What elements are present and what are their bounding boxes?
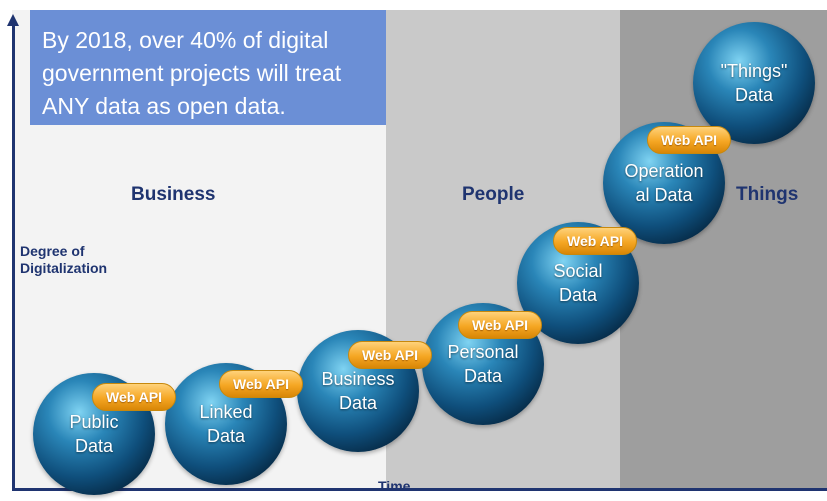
node-label: Public Data bbox=[69, 412, 119, 456]
section-label-things: Things bbox=[736, 184, 799, 205]
web-api-connector-4: Web API bbox=[458, 311, 542, 339]
callout-box: By 2018, over 40% of digital government … bbox=[30, 10, 386, 125]
node-label: "Things" Data bbox=[720, 61, 788, 105]
web-api-connector-3: Web API bbox=[348, 341, 432, 369]
section-label-business: Business bbox=[131, 184, 216, 205]
node-label: Social Data bbox=[553, 261, 603, 305]
section-label-people: People bbox=[462, 184, 525, 205]
y-axis-label: Degree of Digitalization bbox=[20, 243, 108, 276]
y-axis bbox=[12, 24, 15, 490]
y-axis-arrow-icon bbox=[7, 14, 19, 26]
node-things-data: "Things" Data bbox=[693, 22, 815, 144]
node-label: Personal Data bbox=[447, 342, 519, 386]
web-api-connector-6: Web API bbox=[647, 126, 731, 154]
node-label: Linked Data bbox=[199, 402, 253, 446]
web-api-connector-5: Web API bbox=[553, 227, 637, 255]
node-label: Operation al Data bbox=[624, 161, 704, 205]
x-axis bbox=[12, 488, 827, 491]
node-label: Business Data bbox=[321, 369, 395, 413]
web-api-connector-1: Web API bbox=[92, 383, 176, 411]
x-axis-label: Time bbox=[378, 478, 411, 494]
web-api-connector-2: Web API bbox=[219, 370, 303, 398]
